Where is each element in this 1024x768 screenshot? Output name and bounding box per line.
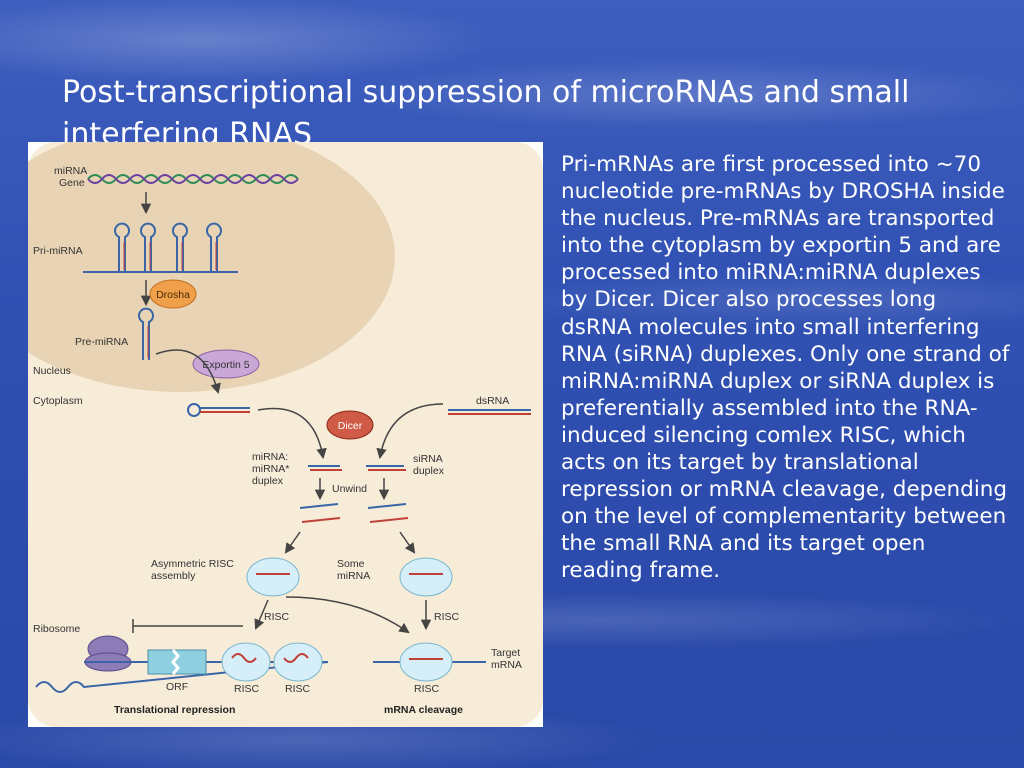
sirna-duplex <box>366 465 406 471</box>
arrow-export <box>155 349 221 395</box>
label-cytoplasm: Cytoplasm <box>33 395 83 407</box>
label-pre-mirna: Pre-miRNA <box>75 336 128 348</box>
slide-title: Post-transcriptional suppression of micr… <box>62 75 910 146</box>
dicer-enzyme <box>326 410 374 440</box>
risc-complex-left <box>246 557 300 597</box>
arrow-dicer-mirna <box>257 407 327 460</box>
label-mrna-cleavage: mRNA cleavage <box>384 704 463 716</box>
repressed-mrna <box>35 661 329 693</box>
risc-bound-1-strand <box>231 653 257 663</box>
label-translational-repression: Translational repression <box>114 704 235 716</box>
ribosome <box>84 635 132 672</box>
cytoplasmic-pre-mirna <box>187 403 250 417</box>
drosha-enzyme <box>149 279 197 309</box>
label-drosha: Drosha <box>156 289 190 301</box>
label-risc-2: RISC <box>434 611 460 623</box>
arrow-to-cleavage-from-mirna <box>285 596 410 634</box>
label-exportin5: Exportin 5 <box>202 359 249 371</box>
label-orf: ORF <box>166 681 188 693</box>
risc-bound-1 <box>221 642 271 682</box>
risc-bound-2-strand <box>283 653 309 663</box>
label-nucleus: Nucleus <box>33 365 71 377</box>
label-mirna-duplex: miRNA:miRNA*duplex <box>252 451 289 487</box>
dsrna-molecule <box>448 409 531 415</box>
orf-break <box>171 649 180 675</box>
label-dsrna: dsRNA <box>476 395 509 407</box>
label-ribosome: Ribosome <box>33 623 80 635</box>
arrow-to-repression <box>254 599 269 630</box>
risc-complex-right <box>399 557 453 597</box>
mirna-duplex <box>308 465 342 471</box>
arrow-risc-assembly-left <box>284 531 301 554</box>
inhibition-line <box>132 619 243 633</box>
unwound-strands <box>299 503 409 523</box>
label-risc-5: RISC <box>414 683 440 695</box>
slide-body-text: Pri-mRNAs are first processed into ~70 n… <box>561 152 1010 584</box>
arrow-risc-assembly-right <box>399 531 416 554</box>
label-dicer: Dicer <box>338 420 363 432</box>
label-risc-4: RISC <box>285 683 311 695</box>
label-risc-1: RISC <box>264 611 290 623</box>
risc-bound-2 <box>273 642 323 682</box>
mirna-gene-helix <box>87 174 299 184</box>
risc-cleavage-complex <box>399 642 453 682</box>
pre-mirna-hairpin <box>138 307 154 360</box>
label-risc-3: RISC <box>234 683 260 695</box>
label-unwind: Unwind <box>332 483 367 495</box>
arrow-dicer-sirna <box>376 403 444 460</box>
label-pri-mirna: Pri-miRNA <box>33 245 83 257</box>
pri-mirna-hairpins <box>83 222 238 273</box>
